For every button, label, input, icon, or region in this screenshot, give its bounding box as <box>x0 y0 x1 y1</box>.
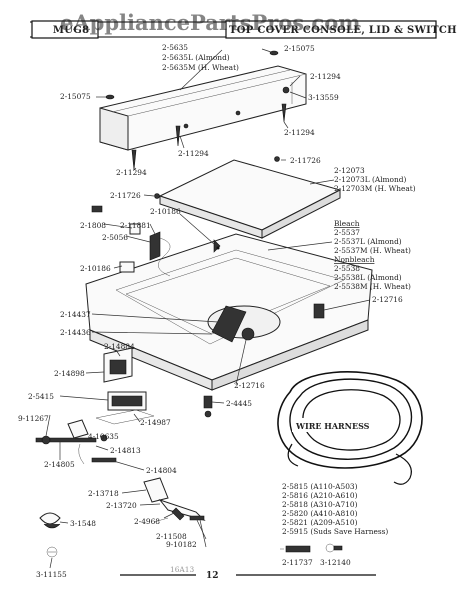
harness-part-5816: 2-5816 (A210-A610) <box>282 491 358 500</box>
harness-clip <box>325 543 343 553</box>
header-title-box <box>225 20 437 39</box>
callout-2-11294-c: 2-11294 <box>178 149 209 158</box>
callout-2-14437: 2-14437 <box>60 310 91 319</box>
harness-part-5818: 2-5818 (A310-A710) <box>282 500 358 509</box>
callout-3-12140: 3-12140 <box>320 558 351 567</box>
console-screws <box>105 50 287 171</box>
callout-2-14898: 2-14898 <box>54 369 85 378</box>
callout-2-5635m: 2-5635M (H. Wheat) <box>162 63 239 72</box>
leader-lines <box>45 48 371 569</box>
callout-2-12703m: 2-12703M (H. Wheat) <box>334 184 416 193</box>
callout-bleach-heading: Bleach <box>334 219 360 228</box>
header-model: MUG8 <box>34 25 89 36</box>
header-model-box <box>31 20 99 39</box>
timer-knob-shaft <box>35 419 117 465</box>
footer: 16A13 12 <box>120 565 376 581</box>
callout-2-5635l: 2-5635L (Almond) <box>162 53 230 62</box>
lid-bumper <box>274 156 280 162</box>
callout-9-10182: 9-10182 <box>166 540 197 549</box>
header-bar: MUG8 TOP COVER CONSOLE, LID & SWITCH <box>30 20 457 39</box>
callout-2-12073l: 2-12073L (Almond) <box>334 175 407 184</box>
lid-switch-assembly <box>91 205 221 277</box>
callout-4-10635: 4-10635 <box>88 432 119 441</box>
callout-2-11294-b: 2-11294 <box>284 128 315 137</box>
callout-2-14813: 2-14813 <box>110 446 141 455</box>
callout-9-11267: 9-11267 <box>18 414 49 423</box>
callout-2-5538: 2-5538 <box>334 264 360 273</box>
console-part <box>99 65 307 151</box>
callout-2-5538m: 2-5538M (H. Wheat) <box>334 282 411 291</box>
callout-2-13720: 2-13720 <box>106 501 137 510</box>
switch-screw <box>203 395 213 418</box>
callout-2-11726-a: 2-11726 <box>290 156 321 165</box>
dispenser-switch <box>95 391 155 425</box>
harness-part-5821: 2-5821 (A209-A510) <box>282 518 358 527</box>
callout-2-12073: 2-12073 <box>334 166 365 175</box>
callout-2-5415: 2-5415 <box>28 392 54 401</box>
callout-2-1808: 2-1808 <box>80 221 106 230</box>
callout-2-5537m: 2-5537M (H. Wheat) <box>334 246 411 255</box>
callout-2-4968: 2-4968 <box>134 517 160 526</box>
callout-labels: 2-5635 2-5635L (Almond) 2-5635M (H. Whea… <box>18 43 416 579</box>
hinge-clip <box>39 512 61 558</box>
wire-harness-title: WIRE HARNESS <box>295 421 370 431</box>
switch-bracket <box>103 347 133 383</box>
callout-3-13559: 3-13559 <box>308 93 339 102</box>
console-switch <box>282 86 290 94</box>
lid-hinge-parts <box>143 477 206 523</box>
callout-2-11294-d: 2-11294 <box>116 168 147 177</box>
harness-part-list: 2-5815 (A110-A503) 2-5816 (A210-A610) 2-… <box>282 482 388 536</box>
wire-harness-drawing <box>277 371 423 485</box>
callout-2-11508: 2-11508 <box>156 532 187 541</box>
callout-2-5537: 2-5537 <box>334 228 360 237</box>
callout-2-12716-a: 2-12716 <box>372 295 403 304</box>
harness-part-5915: 2-5915 (Suds Save Harness) <box>282 527 388 536</box>
harness-part-5815: 2-5815 (A110-A503) <box>282 482 358 491</box>
callout-2-14884: 2-14884 <box>104 342 135 351</box>
lid-hinge-assembly <box>207 303 325 343</box>
callout-2-5537l: 2-5537L (Almond) <box>334 237 402 246</box>
lid-part <box>158 159 342 239</box>
callout-2-5056: 2-5056 <box>102 233 128 242</box>
page-number: 12 <box>206 571 219 581</box>
callout-2-11726-b: 2-11726 <box>110 191 141 200</box>
callout-2-4445: 2-4445 <box>226 399 252 408</box>
callout-2-14436: 2-14436 <box>60 328 91 337</box>
lid-bumper <box>154 193 160 199</box>
callout-2-10186-a: 2-10186 <box>150 207 181 216</box>
callout-3-1548: 3-1548 <box>70 519 96 528</box>
callout-2-12716-b: 2-12716 <box>234 381 265 390</box>
callout-2-10186-b: 2-10186 <box>80 264 111 273</box>
callout-2-15075-left: 2-15075 <box>60 92 91 101</box>
callout-2-5635: 2-5635 <box>162 43 188 52</box>
callout-2-11737: 2-11737 <box>282 558 313 567</box>
callout-2-11294-a: 2-11294 <box>310 72 341 81</box>
callout-3-11155: 3-11155 <box>36 570 67 579</box>
watermark-text: eAppliancePartsPros.com <box>60 10 360 35</box>
callout-2-15075-top: 2-15075 <box>284 44 315 53</box>
footer-code: 16A13 <box>170 565 194 574</box>
harness-part-5820: 2-5820 (A410-A810) <box>282 509 358 518</box>
header-title: TOP COVER CONSOLE, LID & SWITCH <box>229 25 457 36</box>
callout-2-11881: 2-11881 <box>120 221 151 230</box>
callout-2-14804: 2-14804 <box>146 466 177 475</box>
harness-connector <box>280 545 311 553</box>
callout-2-13718: 2-13718 <box>88 489 119 498</box>
callout-2-5538l: 2-5538L (Almond) <box>334 273 402 282</box>
callout-nonbleach-heading: Nonbleach <box>334 255 375 264</box>
callout-2-14805: 2-14805 <box>44 460 75 469</box>
callout-2-14987: 2-14987 <box>140 418 171 427</box>
